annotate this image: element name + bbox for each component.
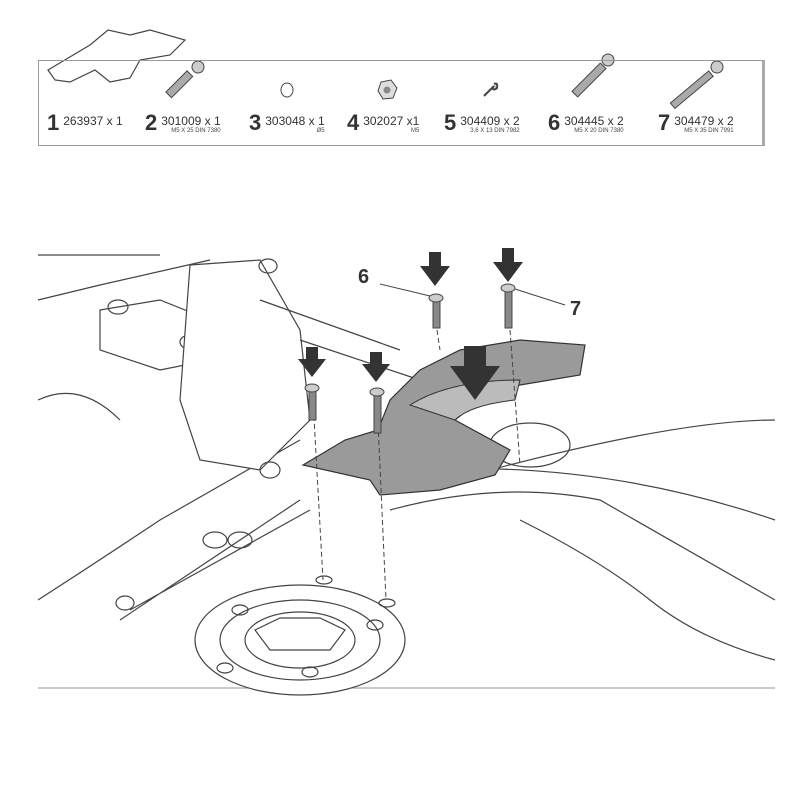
- part-code: 303048 x 1: [265, 114, 325, 128]
- bolt-part-2-icon: [165, 60, 205, 99]
- screw-part-5-icon: [483, 82, 499, 97]
- direction-arrows: [298, 248, 523, 400]
- part-number: 3: [249, 110, 262, 135]
- part-spec: 3,6 X 13 DIN 7982: [470, 128, 520, 134]
- down-arrow-icon: [450, 346, 500, 400]
- down-arrow-icon: [420, 252, 450, 286]
- part-spec: M5: [410, 128, 420, 134]
- part-code: 304479 x 2: [674, 114, 734, 128]
- part-number: 4: [347, 110, 360, 135]
- parts-list: [38, 60, 765, 146]
- down-arrow-icon: [493, 248, 523, 282]
- part-number: 2: [145, 110, 158, 135]
- callout-7: 7: [570, 298, 582, 320]
- part-code: 301009 x 1: [161, 114, 221, 128]
- part-number: 7: [658, 110, 671, 135]
- down-arrow-icon: [298, 347, 326, 377]
- washer-part-3-icon: [280, 82, 294, 98]
- down-arrow-icon: [362, 352, 390, 382]
- motorcycle-illustration: [37, 254, 776, 696]
- part-number: 5: [444, 110, 457, 135]
- callout-6: 6: [358, 266, 370, 288]
- plate-part-icon: [47, 29, 187, 83]
- part-spec: M5 X 25 DIN 7380: [171, 128, 221, 134]
- bolt-part-7-icon: [669, 60, 724, 110]
- part-spec: M5 X 20 DIN 7380: [574, 128, 624, 134]
- part-code: 304409 x 2: [460, 114, 520, 128]
- screws: [304, 283, 566, 601]
- part-number: 1: [47, 110, 60, 135]
- part-spec: M5 X 35 DIN 7991: [684, 128, 734, 134]
- adapter-plate: [301, 339, 586, 496]
- part-code: 304445 x 2: [564, 114, 624, 128]
- part-number: 6: [548, 110, 561, 135]
- part-code: 302027 x1: [363, 114, 420, 128]
- nut-part-4-icon: [377, 79, 398, 100]
- part-code: 263937 x 1: [63, 114, 123, 128]
- part-spec: Ø5: [316, 128, 325, 134]
